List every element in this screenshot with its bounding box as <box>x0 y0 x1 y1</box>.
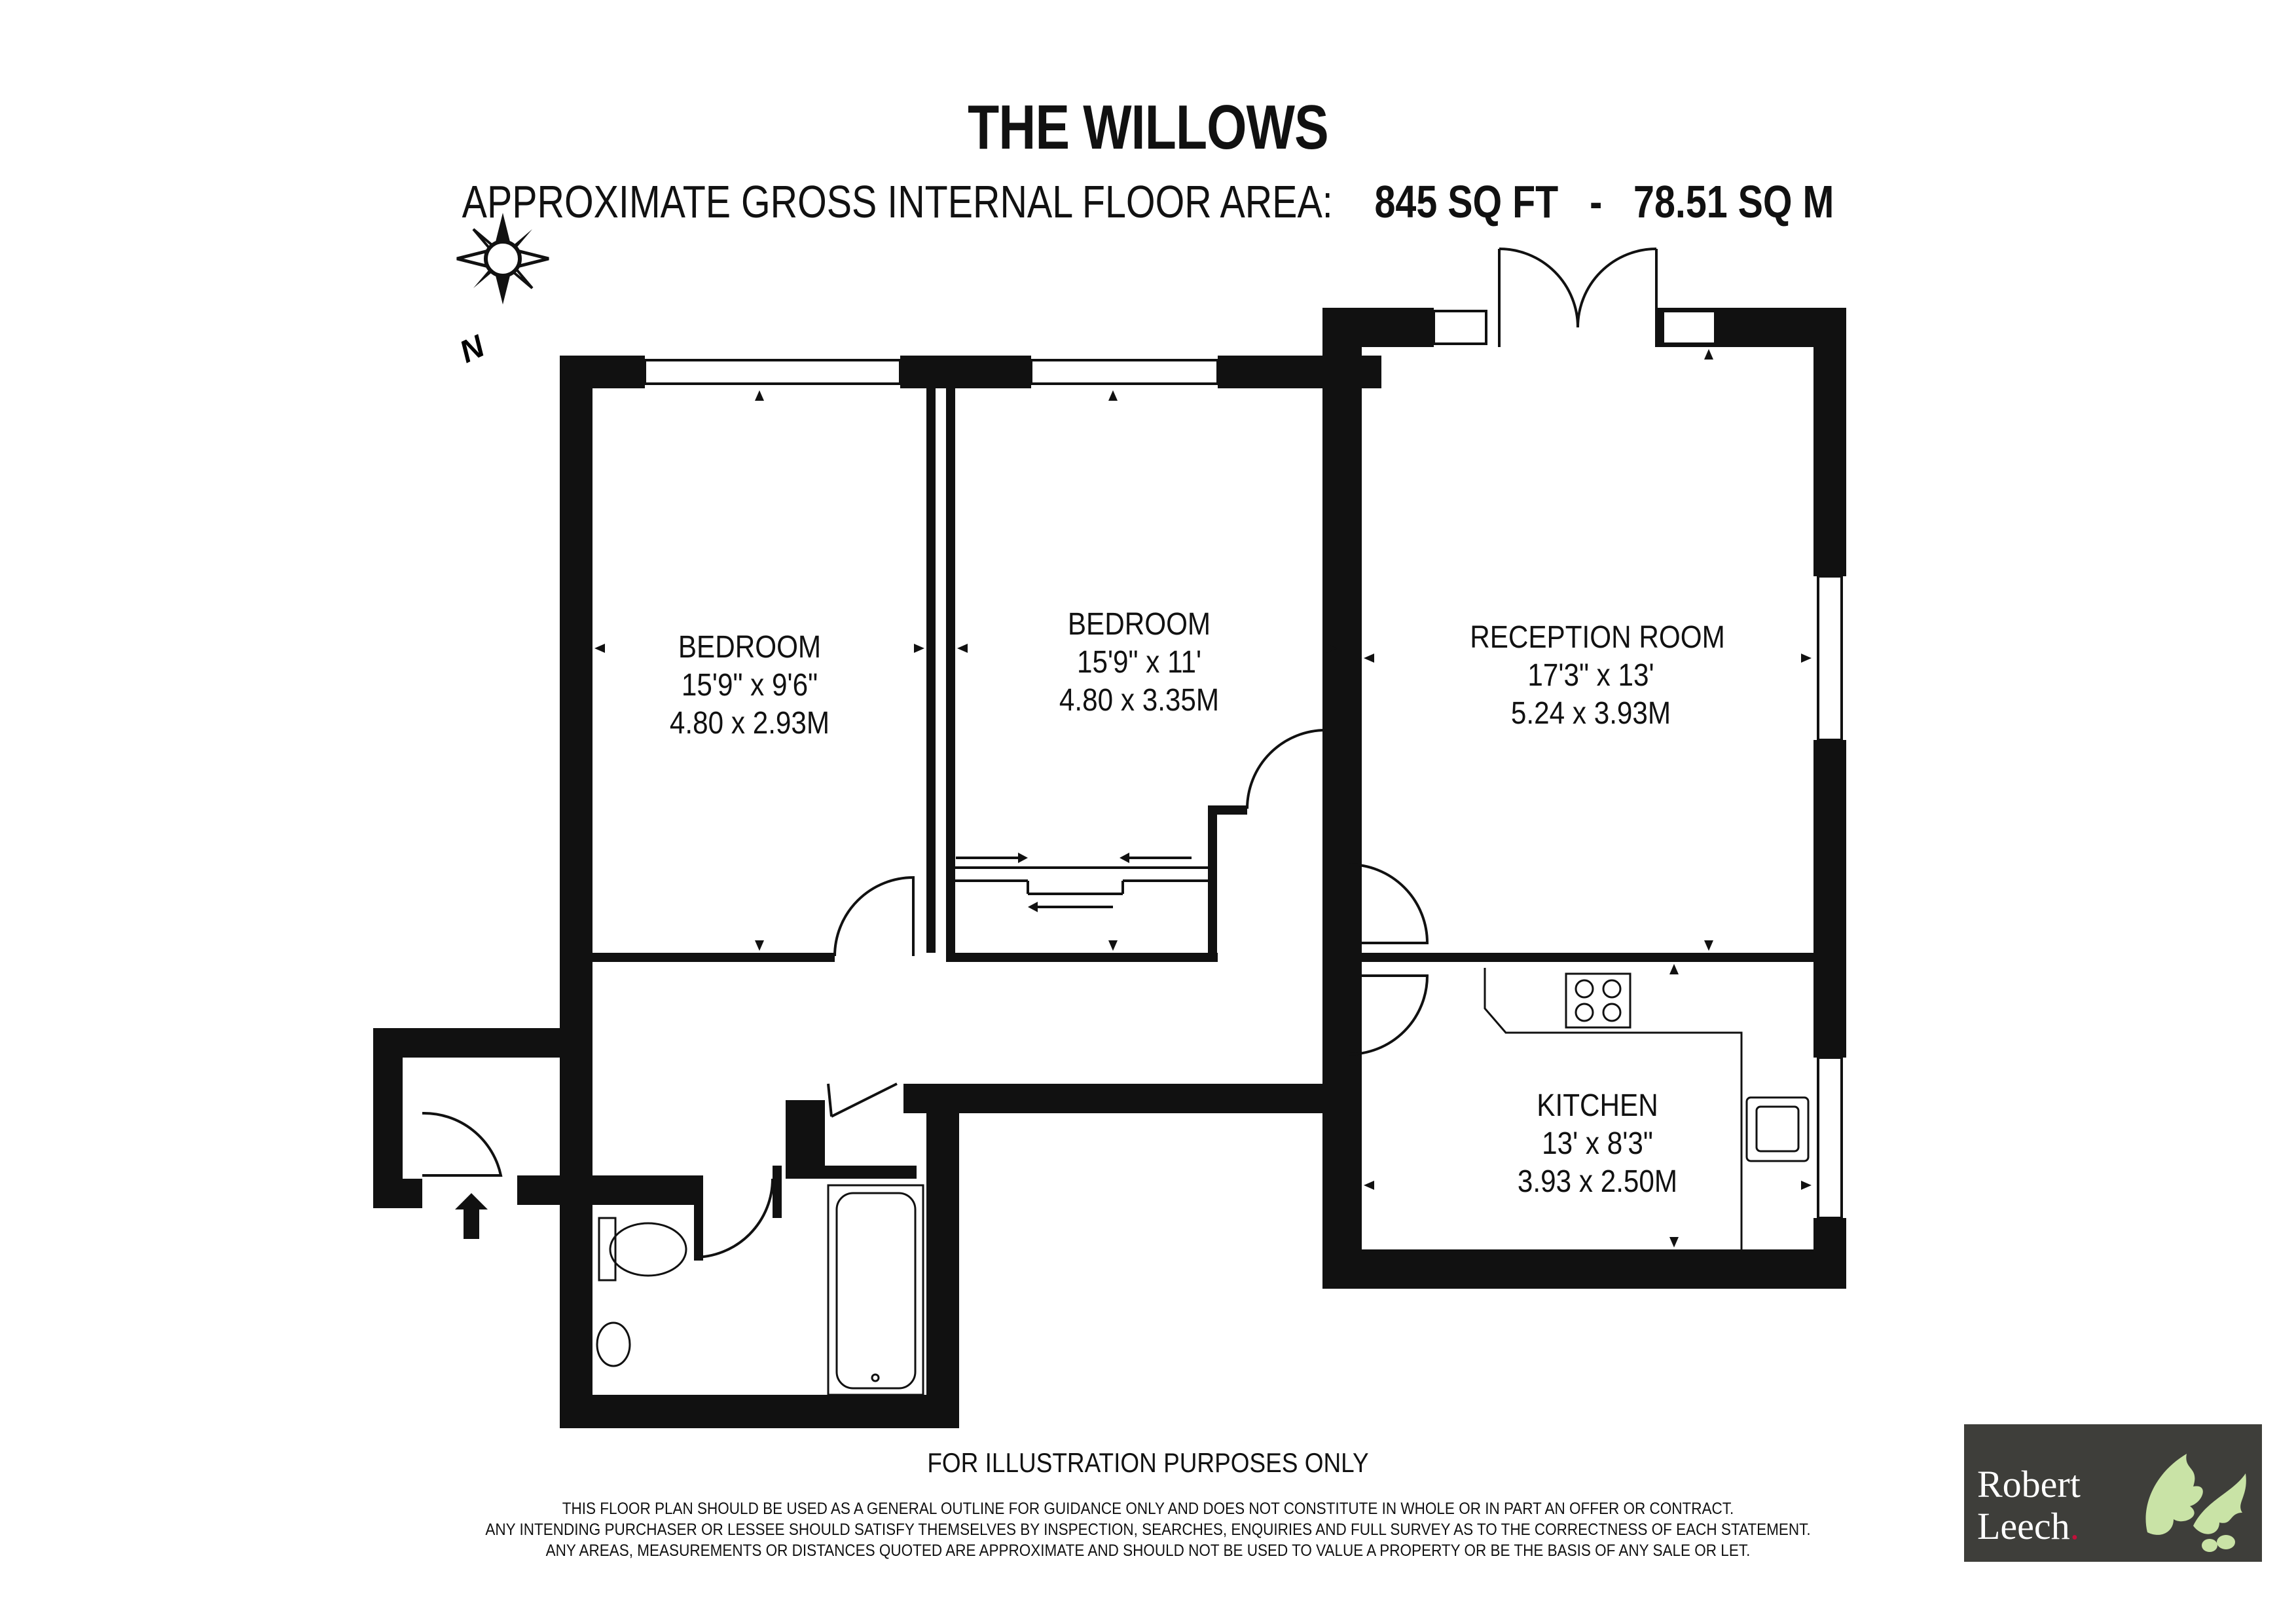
room-label-kitchen: KITCHEN 13' x 8'3" 3.93 x 2.50M <box>1505 1087 1690 1201</box>
room-label-bedroom-2: BEDROOM 15'9" x 11' 4.80 x 3.35M <box>1047 606 1231 720</box>
room-dimensions-imperial: 17'3" x 13' <box>1527 658 1654 693</box>
compass-north-label: N <box>454 329 490 370</box>
door-swings <box>422 248 1658 1259</box>
room-name: KITCHEN <box>1537 1088 1658 1123</box>
logo-line-2: Leech <box>1977 1505 2070 1547</box>
floor-area-label: APPROXIMATE GROSS INTERNAL FLOOR AREA: <box>462 176 1333 227</box>
room-dimensions-imperial: 13' x 8'3" <box>1542 1126 1653 1161</box>
floor-area-line: APPROXIMATE GROSS INTERNAL FLOOR AREA: 8… <box>207 175 2090 228</box>
logo-text: Robert Leech. <box>1977 1464 2081 1547</box>
room-dimensions-imperial: 15'9" x 9'6" <box>681 668 818 703</box>
room-label-bedroom-1: BEDROOM 15'9" x 9'6" 4.80 x 2.93M <box>657 629 842 743</box>
entrance-arrow-icon <box>455 1193 488 1239</box>
dimension-markers <box>594 349 1812 1247</box>
floor-area-separator: - <box>1590 176 1603 227</box>
robert-leech-logo: Robert Leech. <box>1964 1424 2262 1562</box>
room-dimensions-metric: 4.80 x 3.35M <box>1059 683 1220 718</box>
wardrobe <box>953 857 1211 908</box>
room-dimensions-imperial: 15'9" x 11' <box>1076 645 1202 680</box>
floor-area-imperial: 845 SQ FT <box>1374 176 1559 227</box>
floor-area-metric: 78.51 SQ M <box>1633 176 1834 227</box>
kitchen-fittings <box>1484 968 1810 1251</box>
wardrobe-arrows <box>1018 853 1129 912</box>
room-dimensions-metric: 3.93 x 2.50M <box>1517 1164 1678 1199</box>
room-label-reception-room: RECEPTION ROOM 17'3" x 13' 5.24 x 3.93M <box>1470 619 1725 733</box>
room-name: BEDROOM <box>678 630 822 665</box>
disclaimer-line: THIS FLOOR PLAN SHOULD BE USED AS A GENE… <box>562 1500 1734 1518</box>
disclaimer: THIS FLOOR PLAN SHOULD BE USED AS A GENE… <box>115 1498 2181 1561</box>
walls <box>373 308 1846 1428</box>
compass-icon <box>456 213 549 304</box>
bathroom-fittings <box>596 1184 924 1396</box>
logo-line-1: Robert <box>1977 1463 2081 1505</box>
disclaimer-line: ANY INTENDING PURCHASER OR LESSEE SHOULD… <box>485 1521 1811 1539</box>
room-name: BEDROOM <box>1067 607 1211 642</box>
illustration-note: FOR ILLUSTRATION PURPOSES ONLY <box>927 1447 1369 1478</box>
room-dimensions-metric: 4.80 x 2.93M <box>669 706 830 741</box>
logo-dot: . <box>2069 1505 2080 1547</box>
disclaimer-line: ANY AREAS, MEASUREMENTS OR DISTANCES QUO… <box>545 1541 1751 1560</box>
windows <box>644 310 1843 1219</box>
plan-title: THE WILLOWS <box>968 92 1328 162</box>
oak-leaf-icon <box>2145 1454 2246 1552</box>
room-dimensions-metric: 5.24 x 3.93M <box>1510 696 1671 731</box>
room-name: RECEPTION ROOM <box>1470 620 1725 655</box>
